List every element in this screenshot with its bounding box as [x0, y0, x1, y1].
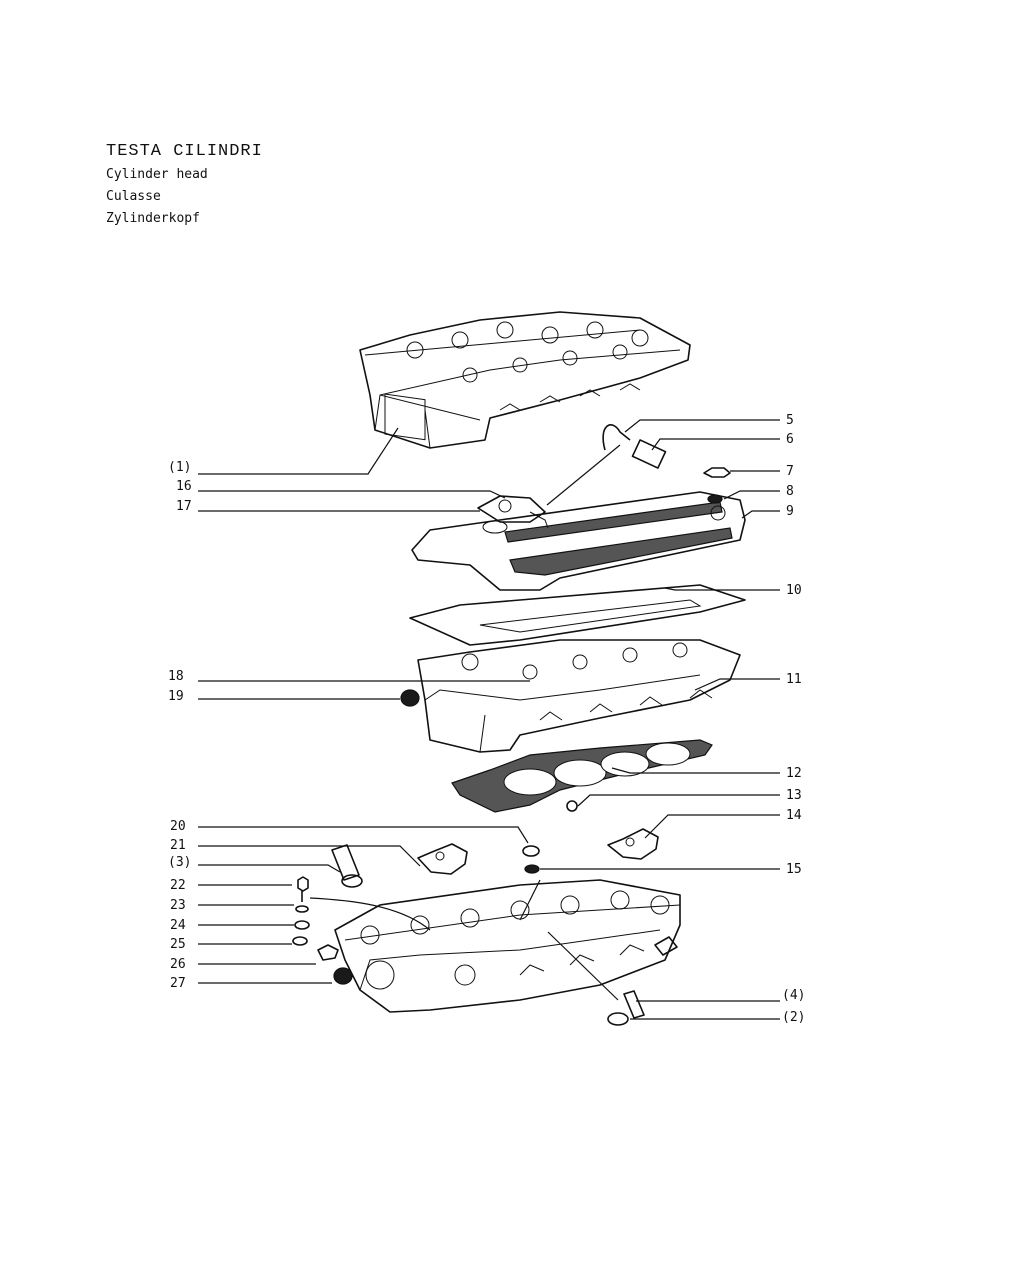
callout-1: (1) — [168, 460, 191, 475]
callout-17: 17 — [176, 499, 192, 514]
callout-26: 26 — [170, 957, 186, 972]
callout-21: 21 — [170, 838, 186, 853]
callout-13: 13 — [786, 788, 802, 803]
head-gasket-illustration — [451, 739, 713, 813]
callout-6: 6 — [786, 432, 794, 447]
callout-25: 25 — [170, 937, 186, 952]
bearing-caps-illustration — [331, 828, 659, 888]
callout-16: 16 — [176, 479, 192, 494]
callout-15: 15 — [786, 862, 802, 877]
callout-8: 8 — [786, 484, 794, 499]
cam-cover-illustration — [411, 424, 746, 591]
cylinder-head-illustration — [292, 876, 681, 1026]
callout-2: (2) — [782, 1010, 805, 1025]
callout-12: 12 — [786, 766, 802, 781]
callout-4: (4) — [782, 988, 805, 1003]
callout-14: 14 — [786, 808, 802, 823]
callout-27: 27 — [170, 976, 186, 991]
callout-23: 23 — [170, 898, 186, 913]
callout-19: 19 — [168, 689, 184, 704]
callout-labels: (1) 16 17 18 19 20 21 (3) 22 23 24 25 26… — [168, 413, 805, 1025]
cover-gasket-illustration — [409, 584, 746, 646]
callout-18: 18 — [168, 669, 184, 684]
assembled-head-illustration — [359, 311, 691, 449]
callout-20: 20 — [170, 819, 186, 834]
camshaft-housing-illustration — [400, 639, 741, 753]
callout-9: 9 — [786, 504, 794, 519]
leader-lines — [198, 419, 780, 1020]
title-german: Zylinderkopf — [106, 211, 200, 226]
callout-11: 11 — [786, 672, 802, 687]
title-french: Culasse — [106, 189, 161, 204]
callout-7: 7 — [786, 464, 794, 479]
title-italian: TESTA CILINDRI — [106, 142, 263, 161]
callout-10: 10 — [786, 583, 802, 598]
callout-22: 22 — [170, 878, 186, 893]
callout-3: (3) — [168, 855, 191, 870]
title-english: Cylinder head — [106, 167, 208, 182]
callout-24: 24 — [170, 918, 186, 933]
title-block: TESTA CILINDRI Cylinder head Culasse Zyl… — [106, 140, 263, 230]
callout-5: 5 — [786, 413, 794, 428]
